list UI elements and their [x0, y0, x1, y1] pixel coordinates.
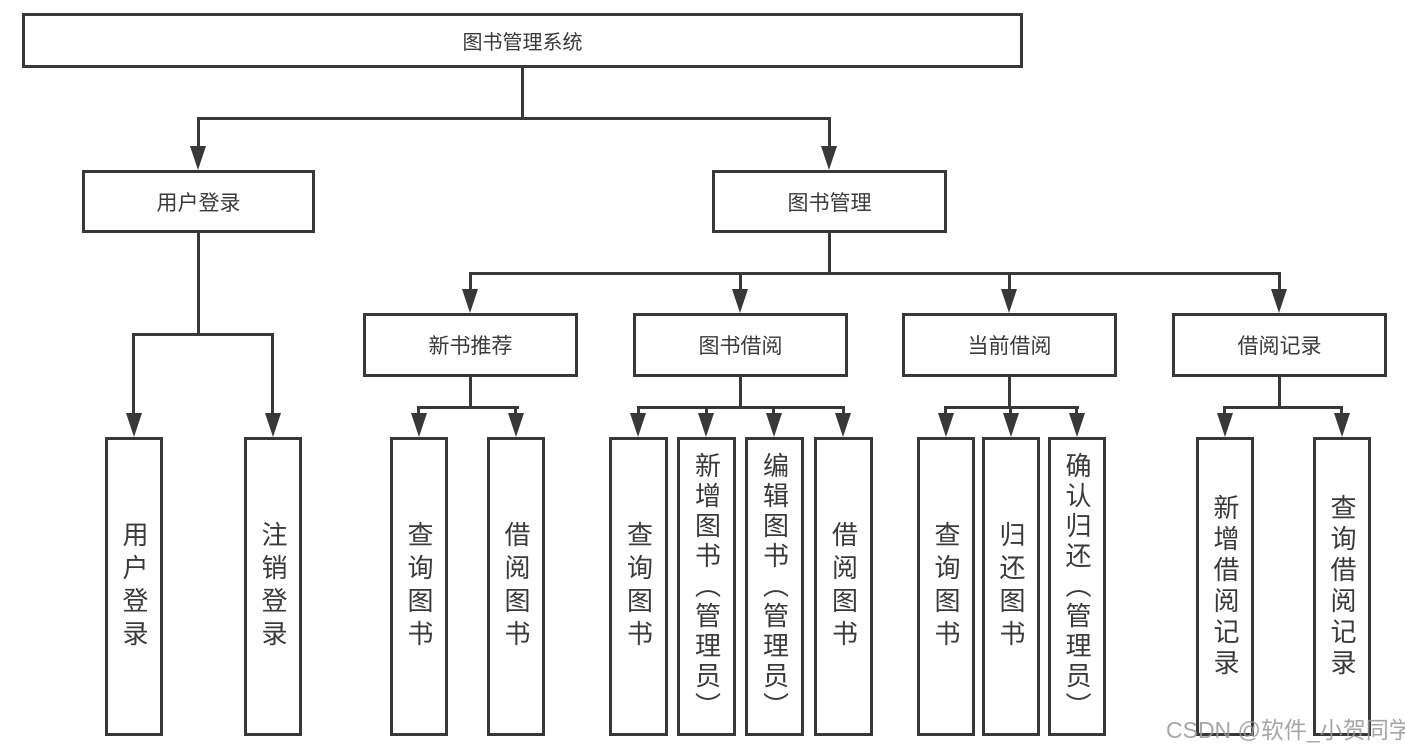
node-label: 编辑图书（管理员）	[759, 451, 790, 722]
connector-line	[772, 406, 775, 415]
connector-line	[197, 117, 831, 120]
arrow-down-icon	[1271, 289, 1287, 313]
connector-line	[271, 333, 274, 414]
node-label: 用户登录	[119, 520, 149, 653]
connector-line	[705, 406, 708, 415]
arrow-down-icon	[411, 413, 427, 437]
arrow-down-icon	[630, 413, 646, 437]
connector-line	[1223, 406, 1226, 415]
node-logout: 注销登录	[244, 437, 302, 736]
node-new-book-recommend: 新书推荐	[363, 313, 578, 377]
node-label: 图书管理系统	[462, 32, 583, 54]
node-confirm-return-admin: 确认归还（管理员）	[1048, 437, 1106, 736]
connector-line	[637, 406, 845, 409]
arrow-down-icon	[190, 146, 206, 170]
connector-line	[417, 406, 420, 415]
connector-line	[1009, 406, 1012, 415]
arrow-down-icon	[1001, 289, 1017, 313]
connector-line	[944, 406, 947, 415]
connector-line	[739, 272, 742, 291]
connector-line	[521, 68, 524, 118]
connector-line	[132, 333, 274, 336]
arrow-down-icon	[835, 413, 851, 437]
node-label: 用户登录	[156, 191, 241, 215]
node-label: 查询借阅记录	[1327, 493, 1357, 680]
connector-line	[828, 233, 831, 274]
node-label: 当前借阅	[967, 335, 1052, 358]
connector-line	[514, 406, 517, 415]
arrow-down-icon	[462, 289, 478, 313]
node-current-borrow: 当前借阅	[902, 313, 1117, 377]
arrow-down-icon	[1069, 413, 1085, 437]
arrow-down-icon	[821, 146, 837, 170]
node-book-borrow: 图书借阅	[633, 313, 848, 377]
arrow-down-icon	[265, 413, 281, 437]
node-root: 图书管理系统	[22, 13, 1023, 68]
node-label: 图书借阅	[698, 335, 783, 358]
arrow-down-icon	[1003, 413, 1019, 437]
connector-line	[197, 117, 200, 148]
node-label: 查询图书	[623, 520, 654, 653]
connector-line	[1278, 377, 1281, 408]
node-query-books-borrow: 查询图书	[609, 437, 668, 736]
node-query-books-recommend: 查询图书	[390, 437, 448, 736]
connector-line	[469, 272, 1281, 275]
node-label: 借阅记录	[1237, 335, 1322, 358]
arrow-down-icon	[698, 413, 714, 437]
connector-line	[1075, 406, 1078, 415]
arrow-down-icon	[938, 413, 954, 437]
node-add-borrow-record: 新增借阅记录	[1196, 437, 1254, 736]
node-book-management: 图书管理	[712, 170, 947, 233]
node-query-borrow-record: 查询借阅记录	[1313, 437, 1371, 736]
arrow-down-icon	[126, 413, 142, 437]
node-label: 确认归还（管理员）	[1062, 451, 1092, 722]
node-label: 借阅图书	[828, 520, 859, 653]
arrow-down-icon	[1334, 413, 1350, 437]
connector-line	[637, 406, 640, 415]
connector-line	[842, 406, 845, 415]
connector-line	[469, 272, 472, 291]
node-borrow-books-action: 借阅图书	[814, 437, 873, 736]
csdn-watermark: CSDN @软件_小贺同学	[1166, 717, 1405, 743]
node-label: 新书推荐	[428, 335, 513, 358]
node-label: 新增借阅记录	[1210, 493, 1240, 680]
connector-line	[1008, 272, 1011, 291]
connector-line	[469, 377, 472, 408]
arrow-down-icon	[1217, 413, 1233, 437]
node-return-book: 归还图书	[982, 437, 1040, 736]
node-borrow-records: 借阅记录	[1172, 313, 1387, 377]
node-edit-book-admin: 编辑图书（管理员）	[745, 437, 804, 736]
node-borrow-books-recommend: 借阅图书	[487, 437, 545, 736]
connector-line	[197, 233, 200, 335]
node-label: 借阅图书	[501, 520, 531, 653]
connector-line	[1340, 406, 1343, 415]
node-add-book-admin: 新增图书（管理员）	[677, 437, 736, 736]
arrow-down-icon	[732, 289, 748, 313]
node-user-login-action: 用户登录	[105, 437, 163, 736]
node-label: 查询图书	[404, 520, 434, 653]
connector-line	[1008, 377, 1011, 408]
arrow-down-icon	[766, 413, 782, 437]
node-label: 注销登录	[258, 520, 288, 653]
connector-line	[132, 333, 135, 414]
connector-line	[417, 406, 519, 409]
node-label: 图书管理	[787, 191, 872, 215]
arrow-down-icon	[508, 413, 524, 437]
node-user-login: 用户登录	[82, 170, 315, 233]
node-label: 查询图书	[931, 520, 961, 653]
connector-line	[1223, 406, 1343, 409]
connector-line	[1278, 272, 1281, 291]
node-label: 归还图书	[996, 520, 1026, 653]
node-label: 新增图书（管理员）	[691, 451, 722, 722]
connector-line	[739, 377, 742, 408]
connector-line	[828, 117, 831, 148]
node-query-books-current: 查询图书	[917, 437, 975, 736]
